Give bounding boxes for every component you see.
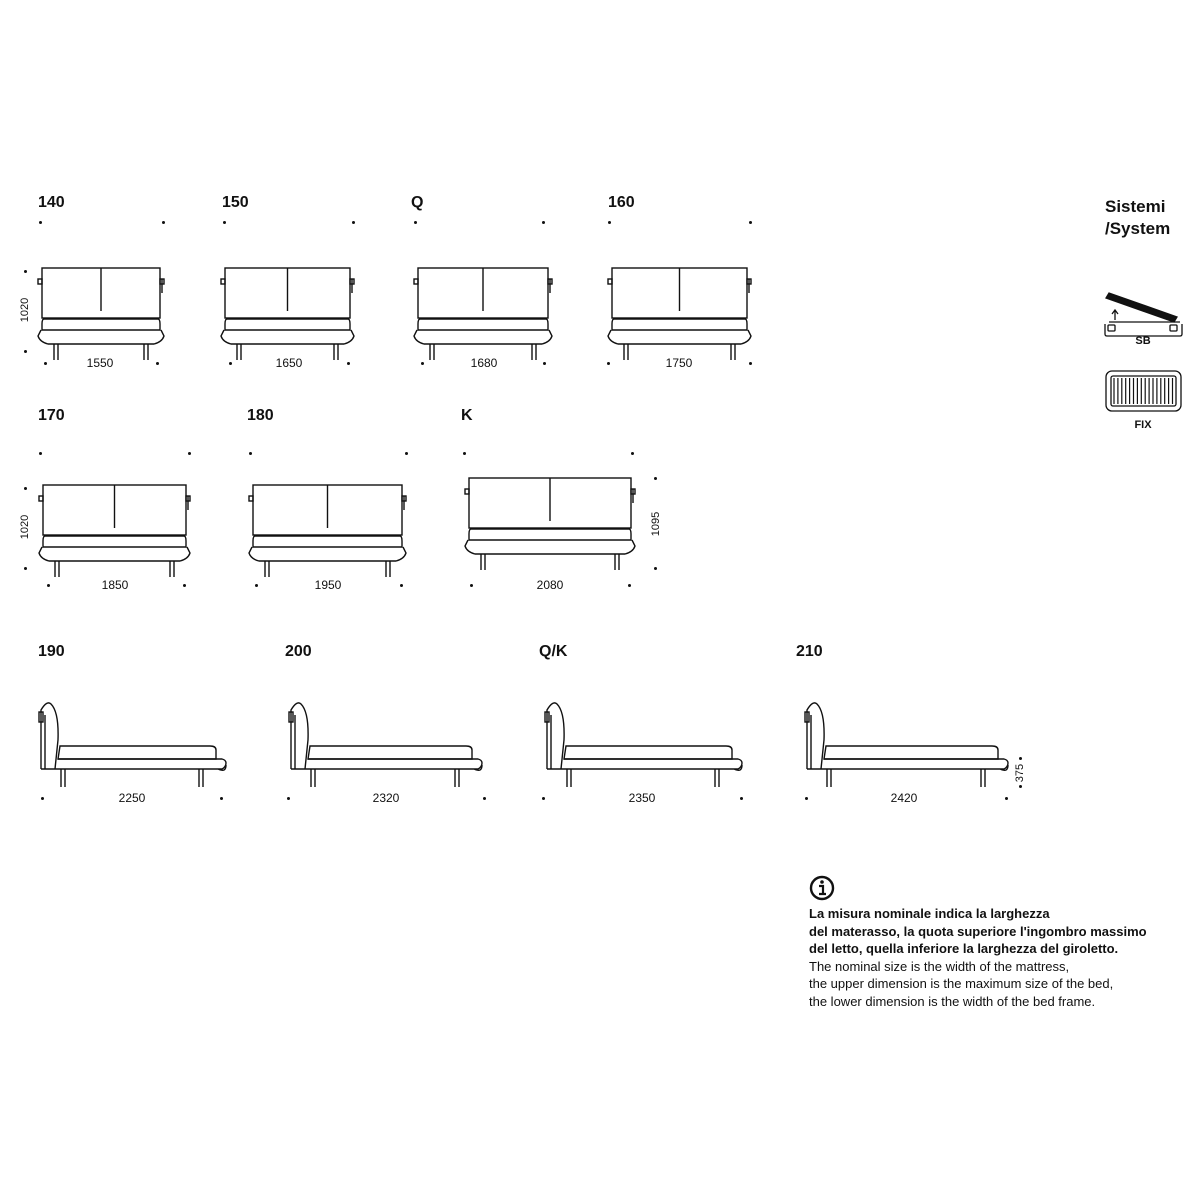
dimension-dot — [463, 452, 466, 455]
system-code-sb: SB — [1135, 335, 1151, 347]
dimension-dot — [542, 797, 545, 800]
front-view-140 — [37, 267, 165, 360]
width-dim-q: 1680 — [470, 356, 498, 370]
size-label-q: Q — [411, 194, 424, 211]
info-note: La misura nominale indica la larghezza d… — [809, 905, 1189, 1010]
dimension-dot — [400, 584, 403, 587]
dimension-dot — [39, 221, 42, 224]
dimension-dot — [24, 350, 27, 353]
size-label-200: 200 — [285, 643, 312, 660]
dimension-dot — [39, 452, 42, 455]
dimension-dot — [1019, 757, 1022, 760]
front-view-150 — [220, 267, 355, 360]
dimension-dot — [470, 584, 473, 587]
size-label-150: 150 — [222, 194, 249, 211]
dimension-dot — [347, 362, 350, 365]
dimension-dot — [805, 797, 808, 800]
dimension-dot — [483, 797, 486, 800]
length-dim-190: 2250 — [118, 791, 146, 805]
dimension-dot — [24, 567, 27, 570]
front-view-160 — [607, 267, 752, 360]
front-view-170 — [38, 484, 191, 577]
width-dim-170: 1850 — [101, 578, 129, 592]
dimension-dot — [255, 584, 258, 587]
dimension-dot — [631, 452, 634, 455]
dimension-dot — [44, 362, 47, 365]
dimension-dot — [628, 584, 631, 587]
dimension-dot — [249, 452, 252, 455]
dimension-dot — [543, 362, 546, 365]
dimension-dot — [607, 362, 610, 365]
side-view-210 — [804, 702, 1009, 787]
dimension-dot — [223, 221, 226, 224]
note-it-line-1: La misura nominale indica la larghezza — [809, 906, 1050, 921]
note-en-line-3: the lower dimension is the width of the … — [809, 993, 1096, 1009]
size-label-210: 210 — [796, 643, 823, 660]
dimension-dot — [421, 362, 424, 365]
size-label-190: 190 — [38, 643, 65, 660]
dimension-dot — [749, 221, 752, 224]
length-dim-qk: 2350 — [628, 791, 656, 805]
dimension-dot — [188, 452, 191, 455]
size-label-qk: Q/K — [539, 643, 568, 660]
systems-title-en: /System — [1105, 219, 1171, 238]
dimension-dot — [352, 221, 355, 224]
dimension-dot — [41, 797, 44, 800]
dimension-dot — [414, 221, 417, 224]
dimension-dot — [608, 221, 611, 224]
dimension-dot — [405, 452, 408, 455]
dimension-dot — [740, 797, 743, 800]
dimension-dot — [229, 362, 232, 365]
side-view-200 — [288, 702, 483, 787]
dimension-dot — [24, 487, 27, 490]
side-view-qk — [544, 702, 743, 787]
width-dim-160: 1750 — [665, 356, 693, 370]
width-dim-150: 1650 — [275, 356, 303, 370]
size-label-140: 140 — [38, 194, 65, 211]
dimension-dot — [654, 567, 657, 570]
dimension-dot — [220, 797, 223, 800]
dimension-dot — [156, 362, 159, 365]
dimension-dot — [654, 477, 657, 480]
width-dim-140: 1550 — [86, 356, 114, 370]
dimension-dot — [183, 584, 186, 587]
dimension-dot — [1005, 797, 1008, 800]
systems-title-it: Sistemi — [1105, 197, 1166, 216]
front-view-k — [464, 477, 636, 570]
dimension-dot — [1019, 785, 1022, 788]
size-label-k: K — [461, 407, 473, 424]
length-dim-210: 2420 — [890, 791, 918, 805]
size-label-170: 170 — [38, 407, 65, 424]
size-label-180: 180 — [247, 407, 274, 424]
dimension-dot — [162, 221, 165, 224]
dimension-dot — [24, 270, 27, 273]
front-view-q — [413, 267, 553, 360]
width-dim-k: 2080 — [536, 578, 564, 592]
dimension-dot — [287, 797, 290, 800]
size-label-160: 160 — [608, 194, 635, 211]
note-it-line-3: del letto, quella inferiore la larghezza… — [809, 941, 1119, 956]
width-dim-180: 1950 — [314, 578, 342, 592]
front-view-180 — [248, 484, 407, 577]
dimension-dot — [542, 221, 545, 224]
side-view-190 — [38, 702, 227, 787]
dimension-dot — [47, 584, 50, 587]
note-en-line-1: The nominal size is the width of the mat… — [809, 958, 1070, 974]
length-dim-200: 2320 — [372, 791, 400, 805]
system-code-fix: FIX — [1134, 419, 1152, 431]
note-it-line-2: del materasso, la quota superiore l'ingo… — [809, 923, 1147, 939]
note-en-line-2: the upper dimension is the maximum size … — [809, 976, 1114, 991]
systems-title: Sistemi /System — [1105, 196, 1170, 240]
dimension-dot — [749, 362, 752, 365]
